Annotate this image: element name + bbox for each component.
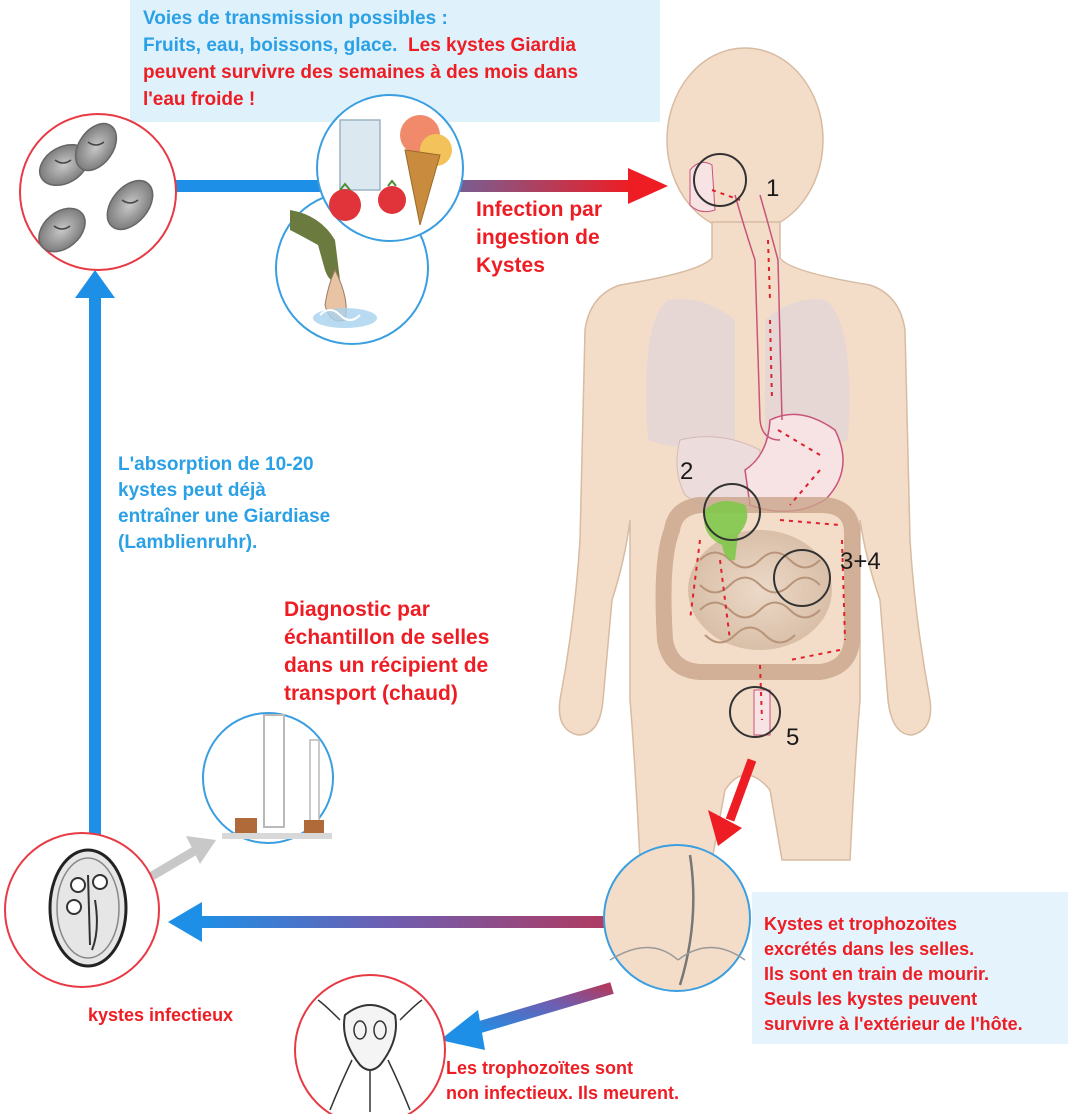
transmission-routes: Fruits, eau, boissons, glace. [143,35,397,56]
transmission-warning-2: peuvent survivre des semaines à des mois… [143,60,578,86]
diagnostic-arrow [152,850,196,876]
buttocks-icon [604,845,750,991]
human-body-icon [559,48,930,860]
stage-1-number: 1 [766,175,779,203]
stage-34-number: 3+4 [840,548,881,576]
cyst-return-arrow [200,916,608,928]
transmission-title: Voies de transmission possibles : [143,6,448,32]
trophozoite-arrow [470,988,612,1030]
trophozoites-note: Les trophozoïtes sont non infectieux. Il… [446,1056,679,1106]
cysts-cluster-icon [20,114,176,270]
trophozoite-icon [295,975,445,1114]
transmission-line2: Fruits, eau, boissons, glace. Les kystes… [143,33,576,59]
excretion-note: Kystes et trophozoïtes excrétés dans les… [764,912,1023,1037]
infection-label: Infection par ingestion de Kystes [476,196,602,280]
fruit-icecream-water-icon [317,95,463,241]
transmission-warning-1: Les kystes Giardia [408,35,576,56]
stage-2-number: 2 [680,458,693,486]
absorption-arrow [89,295,101,835]
absorption-note: L'absorption de 10-20 kystes peut déjà e… [118,452,330,556]
stage-5-number: 5 [786,724,799,752]
transmission-warning-3: l'eau froide ! [143,87,255,113]
infectious-cysts-label: kystes infectieux [88,1002,233,1028]
diagnostic-label: Diagnostic par échantillon de selles dan… [284,596,489,708]
stool-sample-tube-icon [203,713,333,843]
infectious-cyst-icon [5,833,159,987]
